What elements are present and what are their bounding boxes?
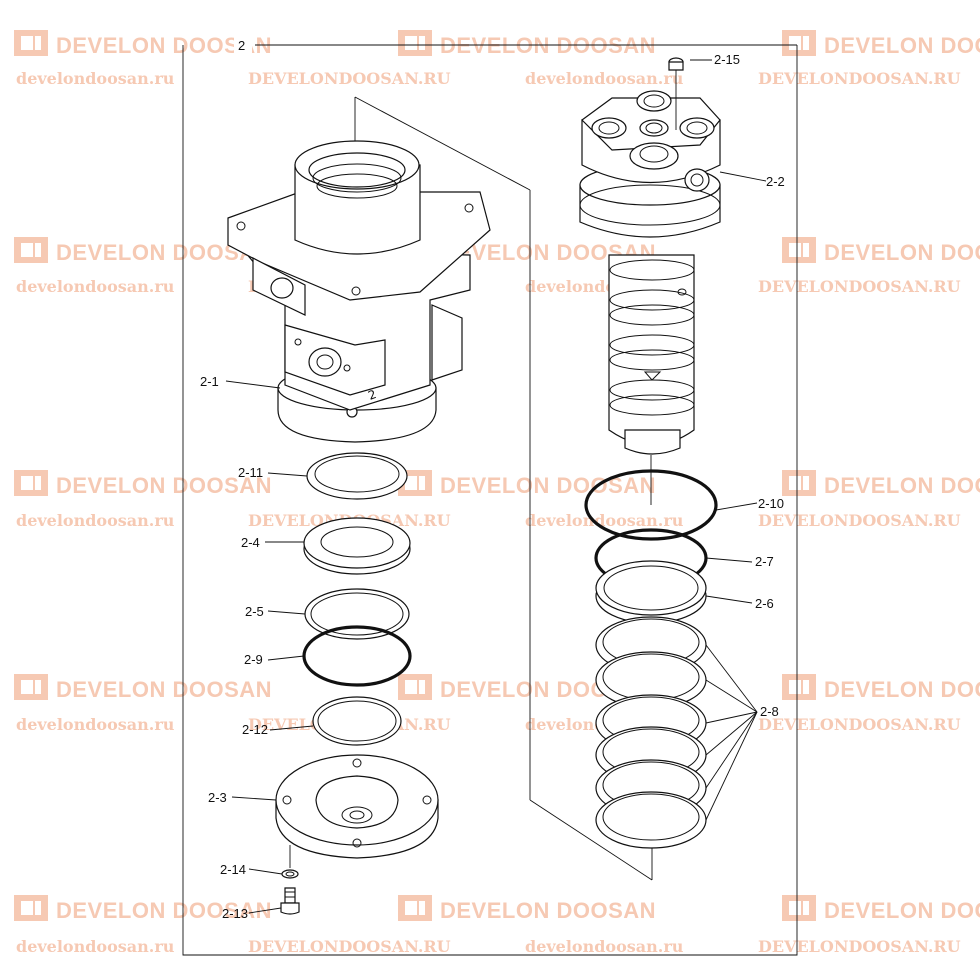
watermark-brand: DEVELON DOOSAN (56, 898, 272, 923)
watermark-url: develondoosan.ru (525, 937, 684, 956)
watermark-url: develondoosan.ru (16, 511, 175, 530)
callout-2-14: 2-14 (220, 862, 246, 877)
watermark-url: develondoosan.ru (525, 69, 684, 88)
swivel-spindle (579, 90, 721, 455)
watermark-brand: DEVELON DOOSAN (440, 473, 656, 498)
watermark-url: DEVELONDOOSAN.RU (758, 937, 961, 956)
callout-2-3: 2-3 (208, 790, 227, 805)
watermark-logo (14, 30, 48, 56)
seal-2-4 (303, 517, 411, 575)
watermark-url: DEVELONDOOSAN.RU (248, 69, 451, 88)
callout-2-9: 2-9 (244, 652, 263, 667)
watermark-brand: DEVELON DOOSAN (824, 240, 980, 265)
bolt-2-13 (280, 887, 300, 915)
watermark-url: DEVELONDOOSAN.RU (758, 69, 961, 88)
callout-2-8: 2-8 (760, 704, 779, 719)
watermark-logo (398, 895, 432, 921)
watermark-logo (782, 470, 816, 496)
callout-2-13: 2-13 (222, 906, 248, 921)
callout-2-6: 2-6 (755, 596, 774, 611)
watermark-logo (398, 30, 432, 56)
callout-2-7: 2-7 (755, 554, 774, 569)
watermark-brand: DEVELON DOOSAN (440, 898, 656, 923)
callout-2: 2 (238, 38, 245, 53)
watermark-logo (782, 674, 816, 700)
watermark-brand: DEVELON DOOSAN (824, 473, 980, 498)
watermark-logo (782, 30, 816, 56)
watermark-url: develondoosan.ru (16, 69, 175, 88)
watermark-url: DEVELONDOOSAN.RU (758, 715, 961, 734)
washer-2-14 (281, 869, 299, 879)
callout-2-2: 2-2 (766, 174, 785, 189)
watermark-url: develondoosan.ru (16, 715, 175, 734)
watermark-url: develondoosan.ru (16, 277, 175, 296)
oring-2-10 (584, 469, 718, 541)
swivel-body: 2 (227, 140, 491, 443)
seal-set-2-8 (595, 616, 707, 849)
watermark-brand: DEVELON DOOSAN (56, 677, 272, 702)
watermark-brand: DEVELON DOOSAN (56, 473, 272, 498)
callout-labels: 2 2-1 2-2 2-3 2-4 2-5 2-6 2-7 2-8 2-9 2-… (200, 36, 785, 921)
watermark-logo (14, 470, 48, 496)
watermark-url: develondoosan.ru (16, 937, 175, 956)
callout-2-5: 2-5 (245, 604, 264, 619)
cover-2-3 (275, 754, 439, 859)
callout-2-1: 2-1 (200, 374, 219, 389)
callout-2-4: 2-4 (241, 535, 260, 550)
watermark-url: develondoosan.ru (525, 511, 684, 530)
callout-2-10: 2-10 (758, 496, 784, 511)
ring-2-5 (304, 588, 410, 640)
watermark-logo (14, 895, 48, 921)
watermark-brand: DEVELON DOOSAN (824, 898, 980, 923)
watermark-brand: DEVELON DOOSAN (440, 33, 656, 58)
plug-2-15 (668, 57, 684, 130)
watermark-brand: DEVELON DOOSAN (824, 677, 980, 702)
leader-lines (225, 59, 767, 914)
watermark-url: DEVELONDOOSAN.RU (758, 277, 961, 296)
callout-2-12: 2-12 (242, 722, 268, 737)
watermark-logo (782, 237, 816, 263)
watermark-brand: DEVELON DOOSAN (824, 33, 980, 58)
seal-2-11 (306, 452, 408, 500)
watermark-url: DEVELONDOOSAN.RU (758, 511, 961, 530)
watermark-layer: DEVELON DOOSAN develondoosan.ru DEVELON … (14, 30, 980, 956)
watermark-logo (398, 674, 432, 700)
oring-2-12 (312, 696, 402, 746)
watermark-logo (14, 237, 48, 263)
watermark-logo (14, 674, 48, 700)
callout-2-15: 2-15 (714, 52, 740, 67)
svg-text:2: 2 (366, 387, 378, 403)
callout-2-11: 2-11 (238, 465, 263, 480)
ring-2-6 (595, 560, 707, 624)
watermark-url: DEVELONDOOSAN.RU (248, 937, 451, 956)
watermark-logo (782, 895, 816, 921)
